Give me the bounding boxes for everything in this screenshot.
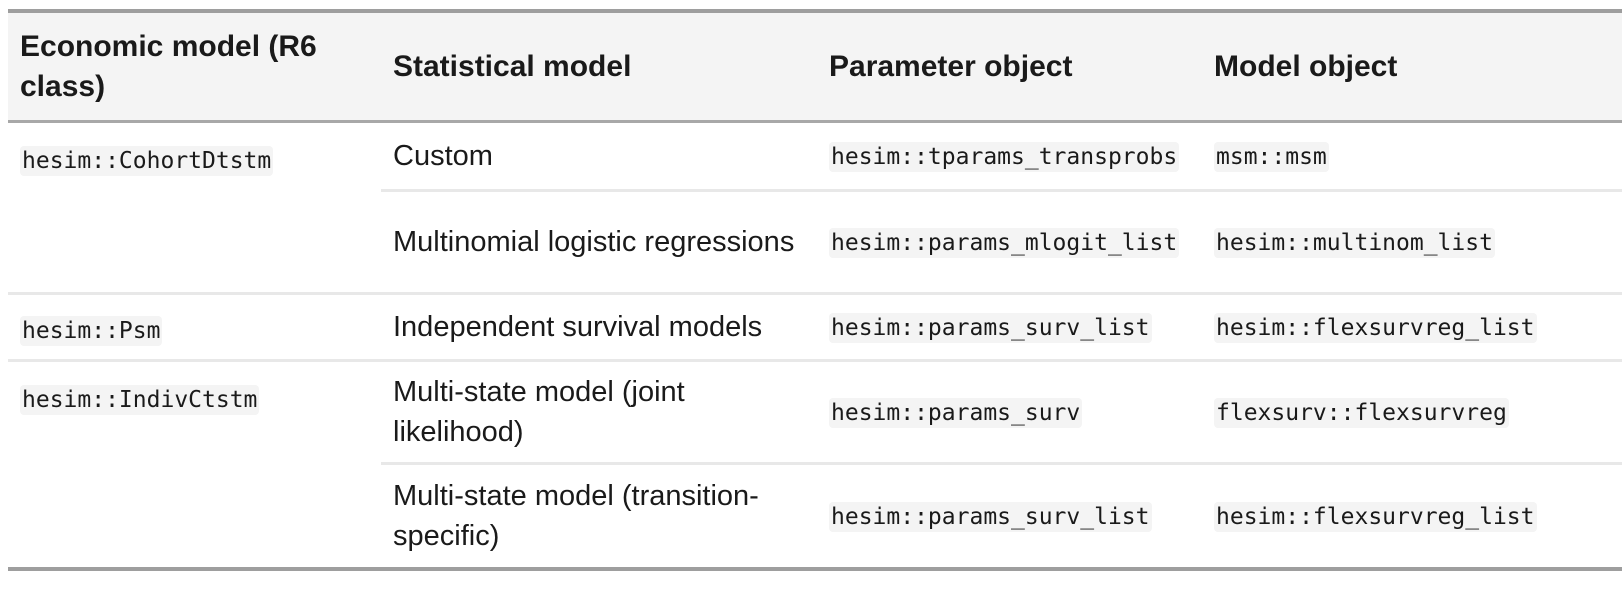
model-table: Economic model (R6 class) Statistical mo… [8,13,1622,567]
code-parameter-object: hesim::params_mlogit_list [829,228,1180,258]
cell-statistical-model: Independent survival models [381,292,817,361]
cell-statistical-model: Multi-state model (joint likelihood) [381,359,817,464]
cell-parameter-object: hesim::params_surv_list [817,292,1202,361]
model-table-wrapper: Economic model (R6 class) Statistical mo… [8,9,1622,571]
cell-parameter-object: hesim::params_surv [817,359,1202,464]
header-model-object: Model object [1214,49,1398,83]
code-model-object: hesim::flexsurvreg_list [1214,502,1537,532]
table-row: hesim::IndivCtstm Multi-state model (joi… [8,359,1622,567]
cell-model-object: flexsurv::flexsurvreg [1202,359,1622,464]
cell-economic-model: hesim::IndivCtstm [8,359,381,567]
cell-parameter-object: hesim::tparams_transprobs [817,122,1202,191]
code-parameter-object: hesim::tparams_transprobs [829,142,1180,172]
cell-model-object: msm::msm [1202,122,1622,191]
cell-model-object: hesim::flexsurvreg_list [1202,462,1622,567]
table-row: Multi-state model (transition-specific) … [8,462,1622,567]
code-model-object: hesim::multinom_list [1214,228,1495,258]
cell-economic-model: hesim::Psm [8,292,381,361]
table-row: hesim::Psm Independent survival models h… [8,292,1622,361]
header-statistical-model: Statistical model [393,49,632,83]
code-economic-model: hesim::IndivCtstm [20,385,260,415]
cell-economic-model: hesim::CohortDtstm [8,122,381,294]
table-body: hesim::CohortDtstm Custom hesim::tparams… [8,122,1622,567]
cell-statistical-model: Custom [393,140,493,172]
cell-statistical-model: Multinomial logistic regressions [381,189,817,294]
cell-statistical-model: Multi-state model (transition-specific) [381,462,817,567]
cell-model-object: hesim::multinom_list [1202,189,1622,294]
code-parameter-object: hesim::params_surv [829,398,1083,428]
code-parameter-object: hesim::params_surv_list [829,313,1152,343]
code-model-object: msm::msm [1214,142,1329,172]
cell-model-object: hesim::flexsurvreg_list [1202,292,1622,361]
cell-parameter-object: hesim::params_mlogit_list [817,189,1202,294]
code-economic-model: hesim::CohortDtstm [20,146,274,176]
table-row: Multinomial logistic regressions hesim::… [8,189,1622,294]
cell-parameter-object: hesim::params_surv_list [817,462,1202,567]
table-top-rule [8,9,1622,13]
header-parameter-object: Parameter object [829,49,1073,83]
code-parameter-object: hesim::params_surv_list [829,502,1152,532]
code-model-object: hesim::flexsurvreg_list [1214,313,1537,343]
table-row: hesim::CohortDtstm Custom hesim::tparams… [8,122,1622,191]
header-row: Economic model (R6 class) Statistical mo… [8,13,1622,122]
code-model-object: flexsurv::flexsurvreg [1214,398,1509,428]
table-bottom-rule [8,567,1622,571]
table-header: Economic model (R6 class) Statistical mo… [8,13,1622,122]
header-economic-model: Economic model (R6 class) [20,29,317,103]
code-economic-model: hesim::Psm [20,316,163,346]
